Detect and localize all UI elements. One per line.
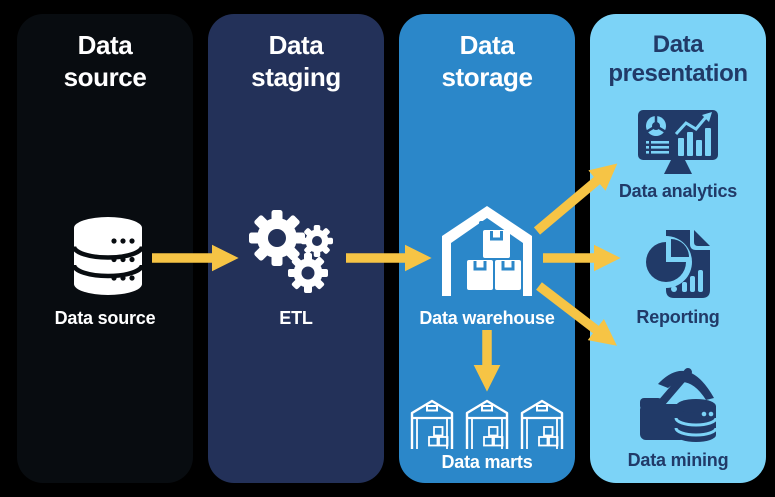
column-data-storage: Data storage Data warehouse (399, 14, 575, 483)
column-title-data-presentation: Data presentation (608, 31, 748, 88)
monitor-charts-icon (634, 108, 722, 178)
mini-warehouse-icon (520, 399, 564, 449)
pickaxe-database-icon (638, 358, 718, 442)
warehouse-boxes-icon (442, 206, 532, 296)
data-marts-icons (407, 398, 567, 450)
label-data-mining: Data mining (627, 450, 729, 470)
column-title-data-storage: Data storage (441, 30, 533, 92)
column-data-source: Data source Data source (17, 14, 193, 483)
column-title-data-staging: Data staging (251, 30, 341, 92)
label-data-marts: Data marts (441, 452, 533, 472)
label-data-analytics: Data analytics (618, 181, 738, 201)
label-etl: ETL (279, 308, 313, 328)
column-data-staging: Data staging (208, 14, 384, 483)
database-icon (66, 214, 150, 298)
report-document-icon (640, 226, 716, 304)
mini-warehouse-icon (465, 399, 509, 449)
label-data-warehouse: Data warehouse (419, 308, 555, 328)
label-reporting: Reporting (636, 307, 720, 327)
label-data-source: Data source (54, 308, 156, 328)
column-title-data-source: Data source (63, 30, 147, 92)
column-data-presentation: Data presentation (590, 14, 766, 483)
mini-warehouse-icon (410, 399, 454, 449)
gears-icon (245, 205, 337, 297)
